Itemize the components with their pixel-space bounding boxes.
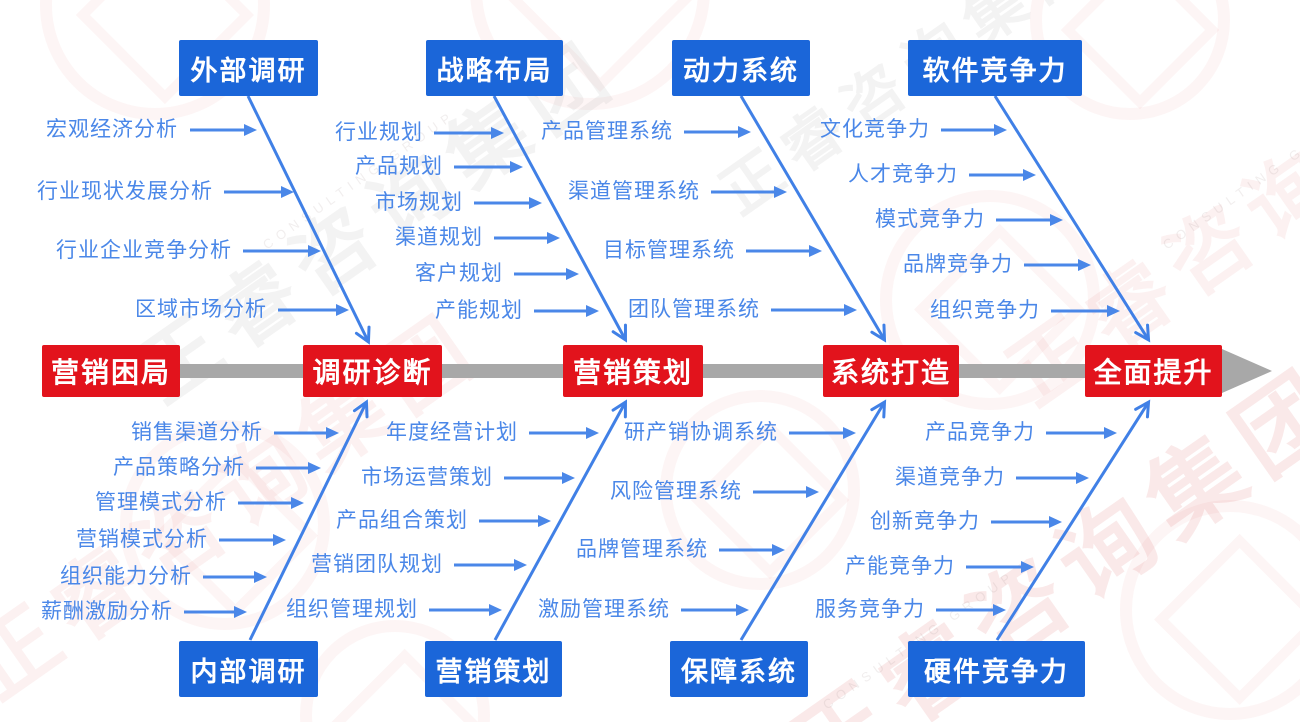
- factor-label: 薪酬激励分析: [41, 600, 173, 623]
- factor-label: 产品规划: [355, 155, 443, 178]
- top-bone-line-1: [492, 95, 627, 343]
- factor-label: 组织管理规划: [286, 598, 418, 621]
- factor-label: 创新竞争力: [870, 510, 980, 533]
- factor-label: 渠道管理系统: [568, 180, 700, 203]
- factor-label: 品牌竞争力: [903, 253, 1013, 276]
- factor-label: 目标管理系统: [603, 239, 735, 262]
- stage-node-3: 系统打造: [823, 345, 959, 397]
- factor-label: 渠道规划: [395, 226, 483, 249]
- factor-label: 品牌管理系统: [576, 538, 708, 561]
- factor-label: 产品竞争力: [925, 421, 1035, 444]
- factor-label: 行业企业竞争分析: [56, 239, 232, 262]
- factor-label: 产品策略分析: [113, 456, 245, 479]
- factor-label: 产品组合策划: [336, 509, 468, 532]
- factor-label: 营销团队规划: [311, 553, 443, 576]
- spine-arrow-icon: [1222, 349, 1272, 393]
- top-branch-box-3: 软件竞争力: [908, 40, 1082, 96]
- top-bone-line-0: [246, 95, 371, 345]
- bottom-branch-box-1: 营销策划: [425, 641, 562, 697]
- factor-label: 渠道竞争力: [895, 466, 1005, 489]
- bottom-bone-line-3: [995, 399, 1151, 641]
- factor-label: 市场运营策划: [361, 466, 493, 489]
- factor-label: 区域市场分析: [135, 298, 267, 321]
- factor-label: 组织竞争力: [930, 299, 1040, 322]
- factor-label: 文化竞争力: [820, 118, 930, 141]
- factor-label: 组织能力分析: [60, 565, 192, 588]
- factor-label: 研产销协调系统: [624, 421, 778, 444]
- top-bone-line-2: [739, 95, 887, 343]
- factor-label: 宏观经济分析: [46, 118, 178, 141]
- factor-label: 人才竞争力: [848, 163, 958, 186]
- factor-label: 服务竞争力: [815, 598, 925, 621]
- bottom-bone-line-2: [739, 399, 887, 641]
- stage-node-1: 调研诊断: [303, 345, 442, 397]
- factor-label: 团队管理系统: [628, 298, 760, 321]
- bottom-branch-box-0: 内部调研: [179, 641, 318, 697]
- top-branch-box-2: 动力系统: [672, 40, 810, 96]
- factor-label: 管理模式分析: [95, 491, 227, 514]
- top-branch-box-1: 战略布局: [426, 40, 563, 96]
- factor-label: 风险管理系统: [610, 480, 742, 503]
- stage-node-2: 营销策划: [563, 345, 703, 397]
- top-bone-line-3: [993, 95, 1151, 343]
- stage-node-0: 营销困局: [42, 345, 180, 397]
- factor-label: 产品管理系统: [541, 120, 673, 143]
- bottom-branch-box-2: 保障系统: [670, 641, 808, 697]
- factor-label: 行业现状发展分析: [37, 180, 213, 203]
- factor-label: 客户规划: [415, 262, 503, 285]
- bottom-bone-line-0: [248, 399, 369, 641]
- stage-node-4: 全面提升: [1085, 345, 1222, 397]
- factor-label: 产能竞争力: [845, 555, 955, 578]
- factor-label: 产能规划: [435, 299, 523, 322]
- factor-label: 营销模式分析: [76, 528, 208, 551]
- factor-label: 销售渠道分析: [131, 421, 263, 444]
- factor-label: 模式竞争力: [875, 208, 985, 231]
- bottom-branch-box-3: 硬件竞争力: [908, 641, 1085, 697]
- factor-label: 市场规划: [375, 191, 463, 214]
- factor-label: 年度经营计划: [386, 421, 518, 444]
- factor-label: 行业规划: [335, 121, 423, 144]
- factor-label: 激励管理系统: [538, 598, 670, 621]
- top-branch-box-0: 外部调研: [179, 40, 318, 96]
- bottom-bone-line-1: [493, 399, 628, 641]
